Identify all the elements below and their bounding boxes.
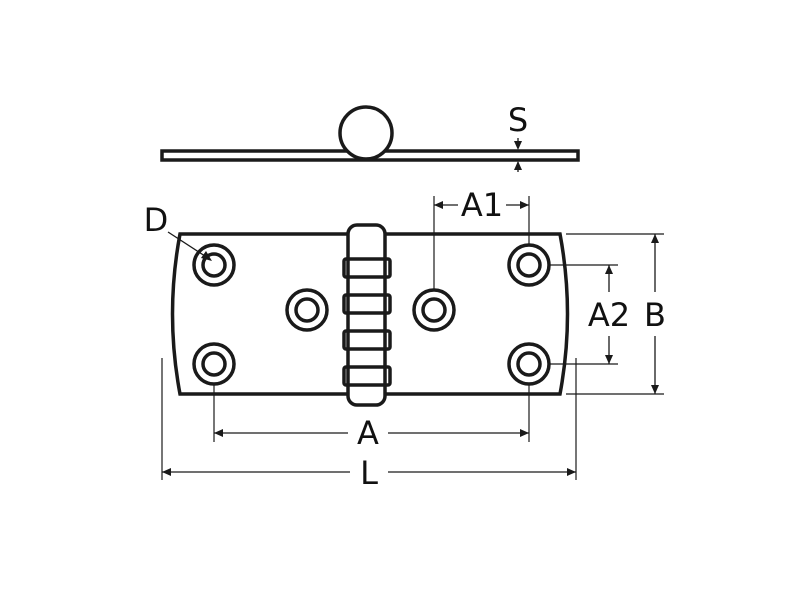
- side-view-knuckle: [338, 105, 394, 161]
- dimension-label-d: D: [144, 201, 169, 239]
- dimension-label-a1: A1: [461, 186, 503, 224]
- mounting-hole: [285, 288, 329, 332]
- mounting-hole: [412, 288, 456, 332]
- mounting-hole: [507, 243, 551, 287]
- mounting-hole: [507, 342, 551, 386]
- dimension-label-a2: A2: [588, 296, 630, 334]
- mounting-hole: [192, 342, 236, 386]
- dimension-label-a: A: [357, 414, 379, 452]
- dimension-label-b: B: [644, 296, 666, 334]
- dimension-a1: A1: [433, 186, 530, 290]
- hinge-knuckle: [342, 223, 392, 407]
- dimension-a: A: [213, 384, 530, 452]
- dimension-d: D: [144, 201, 212, 261]
- dimension-label-s: S: [508, 101, 528, 139]
- dimension-b: B: [566, 233, 666, 395]
- knuckle-barrel: [346, 223, 387, 407]
- dimension-l: L: [161, 358, 577, 492]
- dimension-a2: A2: [549, 264, 630, 365]
- dimension-label-l: L: [360, 454, 378, 492]
- hinge-top-view: [170, 223, 570, 407]
- mounting-hole: [192, 243, 236, 287]
- dimension-s: S: [508, 101, 528, 172]
- hinge-side-view: [160, 105, 580, 162]
